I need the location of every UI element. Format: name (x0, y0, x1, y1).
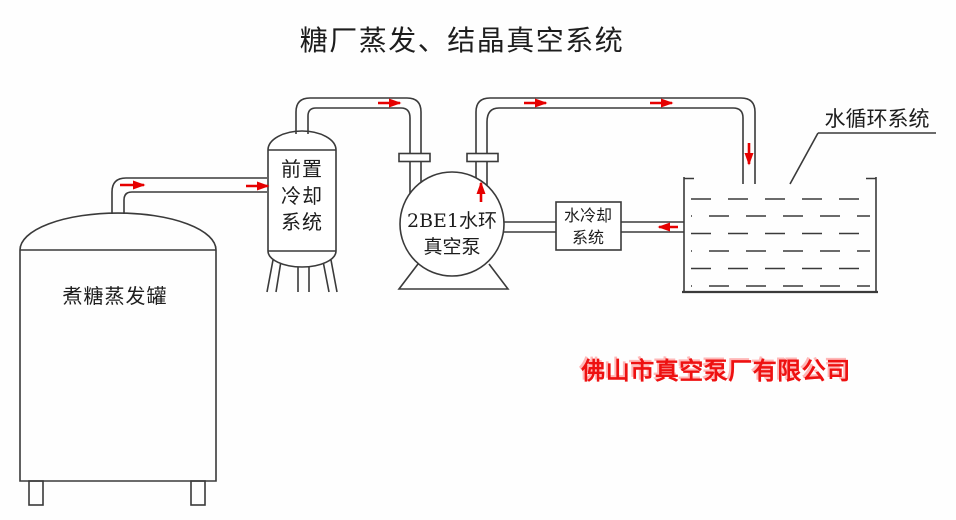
flange-suction-icon (398, 152, 431, 163)
precooler-label: 前置 冷却 系统 (281, 157, 323, 234)
company-label: 佛山市真空泵厂有限公司 佛山市真空泵厂有限公司 (578, 354, 851, 385)
pipe-cooler-to-watertank (621, 221, 684, 233)
water-tank-label: 水循环系统 (825, 107, 930, 131)
pipe-precooler-to-pump (295, 97, 422, 198)
precooler-seam-lines (268, 149, 336, 252)
pump-label: 2BE1水环 真空泵 (407, 210, 497, 258)
page-title: 糖厂蒸发、结晶真空系统 (300, 24, 625, 57)
precooler-vessel-shape (266, 130, 338, 293)
pipe-pump-to-cooler (498, 221, 556, 233)
water-tank-shape (682, 132, 936, 294)
pipe-tank-to-precooler (111, 177, 267, 214)
precooler-leg-left (266, 259, 282, 293)
svg-text:系统: 系统 (572, 228, 604, 247)
svg-text:2BE1水环: 2BE1水环 (407, 210, 497, 232)
water-cooler-label: 水冷却 系统 (564, 206, 612, 247)
precooler-leg-right (322, 259, 338, 293)
svg-text:冷却: 冷却 (281, 184, 323, 208)
water-tank-leader-line (789, 132, 819, 185)
pipe-pump-to-watertank (475, 97, 756, 200)
evaporator-tank-shape (19, 212, 217, 506)
evaporator-leg-right (190, 480, 206, 506)
svg-text:真空泵: 真空泵 (423, 236, 480, 258)
pump-base (397, 263, 510, 290)
svg-text:系统: 系统 (281, 210, 323, 234)
evaporator-label: 煮糖蒸发罐 (63, 284, 168, 308)
flow-arrows (120, 98, 754, 232)
evaporator-leg-left (28, 480, 44, 506)
evaporator-body (19, 250, 217, 482)
pump-casing-circle (399, 171, 505, 277)
flange-discharge-icon (466, 152, 499, 163)
svg-text:水冷却: 水冷却 (564, 206, 612, 225)
svg-text:佛山市真空泵厂有限公司: 佛山市真空泵厂有限公司 (580, 356, 851, 385)
svg-text:佛山市真空泵厂有限公司: 佛山市真空泵厂有限公司 (578, 354, 849, 383)
water-surface-hatching (691, 198, 870, 287)
svg-text:前置: 前置 (281, 157, 323, 181)
vacuum-pump-shape (397, 171, 510, 290)
water-cooler-box (555, 201, 622, 251)
evaporator-dome (19, 212, 217, 251)
